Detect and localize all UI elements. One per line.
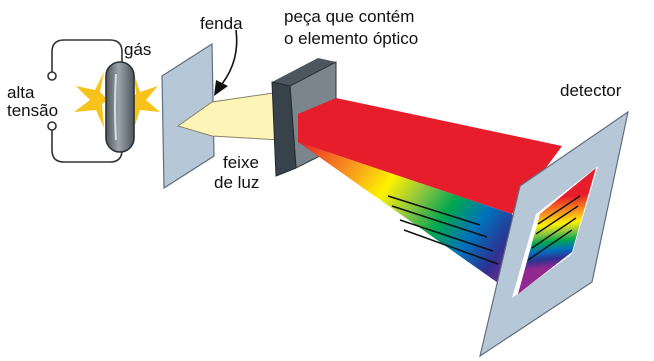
label-gas: gás xyxy=(124,40,151,59)
terminal-top xyxy=(47,71,57,81)
label-beam-line1: feixe xyxy=(223,153,259,172)
spark-left-icon xyxy=(74,72,108,128)
circuit xyxy=(47,39,123,163)
label-voltage-line1: alta xyxy=(7,83,35,102)
label-voltage-line2: tensão xyxy=(7,101,58,120)
red-beam xyxy=(298,98,562,214)
optical-block-top xyxy=(272,58,336,86)
gas-tube xyxy=(105,61,135,153)
detector-lines xyxy=(527,195,581,261)
label-optical-element-line1: peça que contém xyxy=(284,7,414,26)
label-optical-element-line2: o elemento óptico xyxy=(284,29,418,48)
optical-block-front xyxy=(271,81,297,177)
slit-arrow-head-icon xyxy=(214,80,228,96)
detector-screen xyxy=(479,110,629,358)
spectrum-fan xyxy=(298,142,532,290)
terminal-bottom xyxy=(47,121,57,131)
circuit-wire-top xyxy=(51,39,123,72)
label-detector: detector xyxy=(560,81,622,100)
slit-panel xyxy=(161,42,215,190)
label-slit: fenda xyxy=(200,14,243,33)
circuit-wire-bottom xyxy=(51,130,123,163)
spark-right-icon xyxy=(128,74,160,128)
spectral-lines xyxy=(387,195,499,265)
slit-arrow xyxy=(221,29,238,85)
label-beam-line2: de luz xyxy=(214,173,259,192)
